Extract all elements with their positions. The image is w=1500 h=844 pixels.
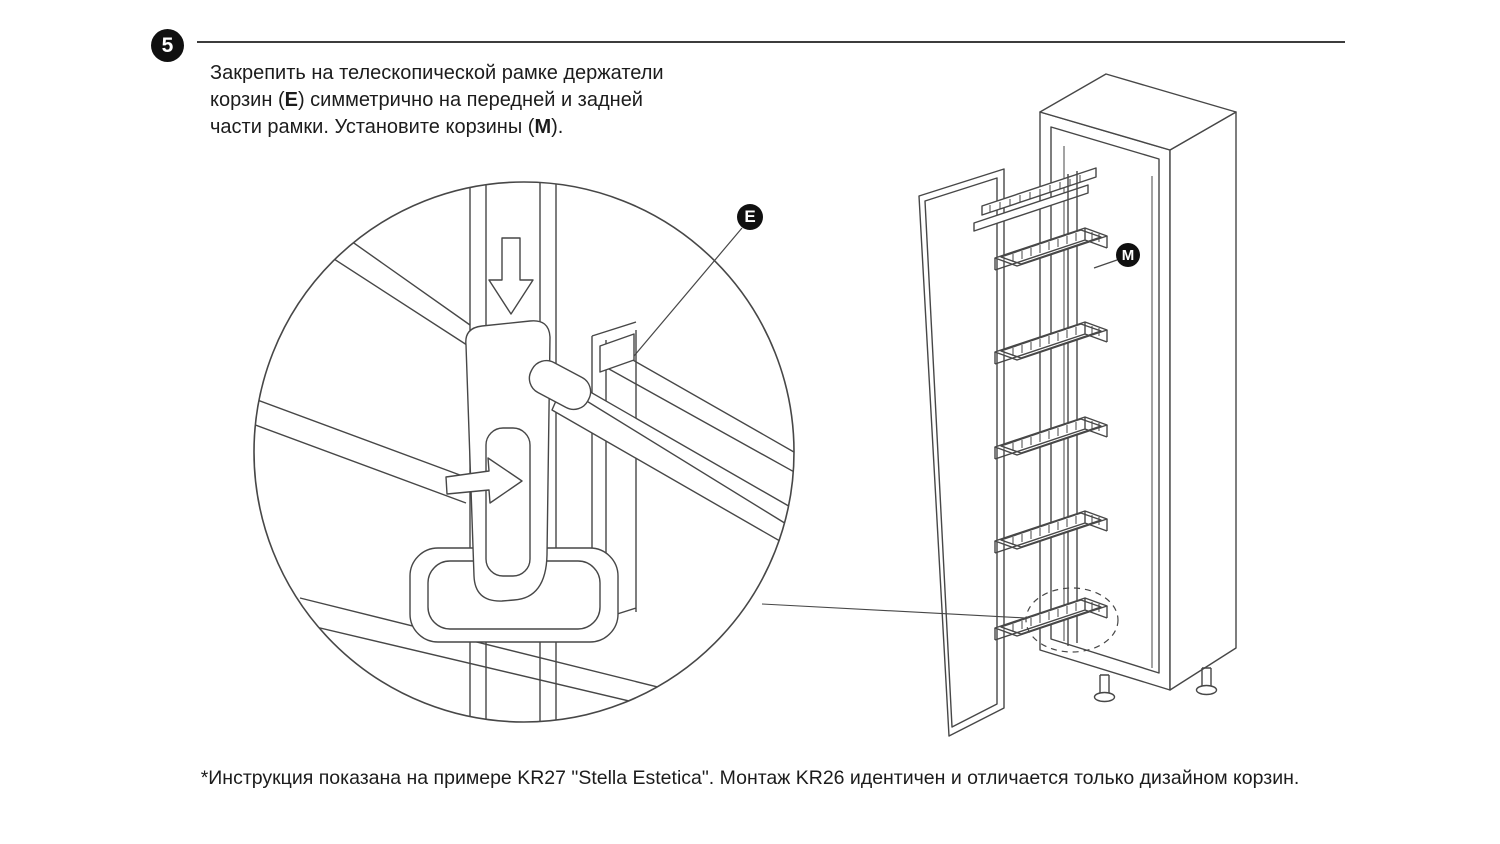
step-number: 5 xyxy=(161,33,174,57)
zoom-ellipse xyxy=(1025,587,1119,653)
down-arrow-icon xyxy=(488,237,534,315)
instruction-line-1: Закрепить на телескопической рамке держа… xyxy=(210,60,664,87)
label-e-badge: E xyxy=(737,204,763,230)
label-m-badge: M xyxy=(1116,243,1140,267)
detail-lens xyxy=(253,181,795,723)
cabinet-drawing xyxy=(761,73,1237,737)
footnote-text: *Инструкция показана на примере KR27 "St… xyxy=(200,767,1300,789)
instruction-line-2: корзин (E) симметрично на передней и зад… xyxy=(210,87,664,114)
lens-circle xyxy=(253,181,795,723)
holder-bracket xyxy=(591,321,637,623)
part-ref-e: E xyxy=(284,89,298,111)
instruction-line-3-pre: части рамки. Установите корзины ( xyxy=(210,116,535,138)
cabinet-door-panel xyxy=(918,168,1005,737)
e-leader-line xyxy=(633,227,743,357)
label-m-text: M xyxy=(1121,246,1135,264)
instruction-line-3-post: ). xyxy=(551,116,564,138)
instruction-text: Закрепить на телескопической рамке держа… xyxy=(210,60,664,141)
label-e-text: E xyxy=(744,207,756,226)
instruction-line-2-post: ) симметрично на передней и задней xyxy=(297,89,643,111)
cabinet-body xyxy=(1039,73,1237,691)
part-ref-m: М xyxy=(534,116,552,138)
instruction-line-1-text: Закрепить на телескопической рамке держа… xyxy=(210,62,664,84)
step-number-badge: 5 xyxy=(151,29,184,62)
instruction-line-3: части рамки. Установите корзины (М). xyxy=(210,114,664,141)
cabinet-foot-front xyxy=(1093,674,1116,703)
instruction-line-2-pre: корзин ( xyxy=(210,89,285,111)
top-rule xyxy=(197,41,1345,43)
zoom-leader-line xyxy=(761,603,1027,619)
m-leader-line xyxy=(1093,259,1118,269)
pullout-frame-rail xyxy=(1067,171,1078,646)
right-arrow-icon xyxy=(445,457,523,504)
tube-clamp xyxy=(528,359,592,411)
basket-holder-strap xyxy=(465,320,592,602)
footnote: *Инструкция показана на примере KR27 "St… xyxy=(0,767,1500,790)
